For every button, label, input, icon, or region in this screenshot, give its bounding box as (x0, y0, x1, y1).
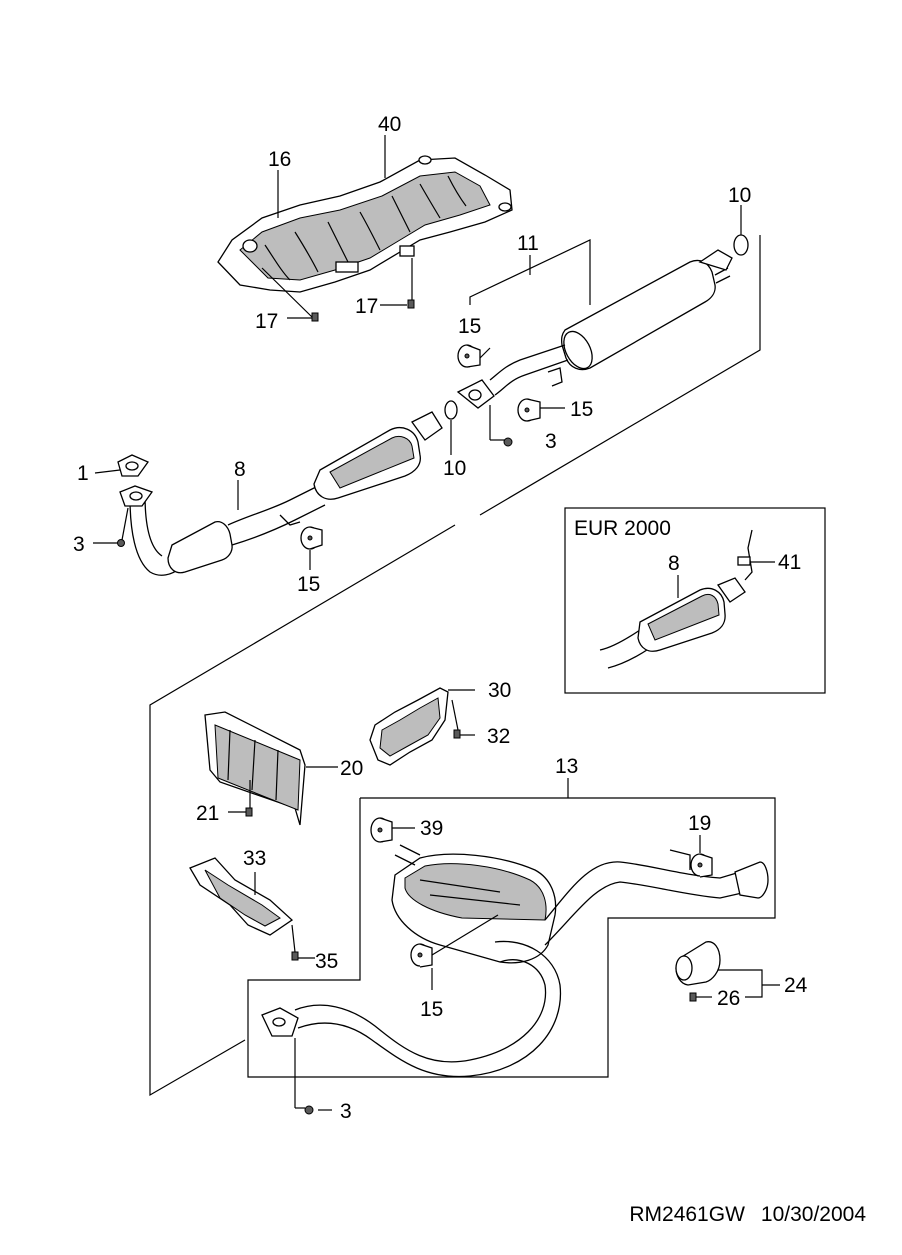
rubber-mount-39 (370, 817, 393, 843)
callout-11: 11 (517, 232, 539, 255)
callout-24: 24 (784, 974, 808, 997)
bolt-26 (689, 992, 697, 1002)
diagram-footer: RM2461GW 10/30/2004 (613, 1203, 866, 1227)
callout-33: 33 (243, 847, 266, 870)
callout-35: 35 (315, 950, 338, 973)
bracket-24 (718, 969, 763, 998)
callout-15d: 15 (420, 998, 443, 1021)
inset-catalytic-converter (599, 529, 753, 669)
nut-3a (503, 437, 513, 447)
callout-21: 21 (196, 802, 219, 825)
tail-pipe-trim-24 (675, 941, 721, 986)
callout-26: 26 (717, 987, 740, 1010)
rubber-mount-15b (517, 398, 541, 422)
rear-muffler-13 (294, 844, 769, 1078)
rubber-mount-15a (457, 344, 481, 368)
inset-callout-8: 8 (668, 552, 680, 575)
front-pipe-8 (129, 411, 443, 576)
bolt-17a (311, 312, 319, 322)
diagram-code: RM2461GW (629, 1203, 745, 1226)
callout-10b: 10 (443, 457, 466, 480)
rubber-mount-15c (300, 526, 323, 550)
rubber-mount-15d (410, 943, 433, 968)
callout-8: 8 (234, 458, 246, 481)
callout-15a: 15 (458, 315, 481, 338)
rubber-mount-19 (669, 849, 713, 878)
callout-15c: 15 (297, 573, 320, 596)
gasket-10b (444, 400, 458, 420)
bolt-17b (407, 299, 415, 309)
callout-39: 39 (420, 817, 443, 840)
callout-13: 13 (555, 755, 578, 778)
resonator-11 (489, 249, 733, 396)
oxygen-sensor-41 (737, 556, 751, 566)
callout-3a: 3 (545, 430, 557, 453)
callout-30: 30 (488, 679, 511, 702)
callout-10a: 10 (728, 184, 751, 207)
inset-box-eur2000 (564, 507, 826, 694)
leader-15d (431, 914, 499, 956)
nut-3c (304, 1105, 314, 1115)
group-outline-13 (247, 797, 776, 1078)
heat-shield-upper (217, 155, 513, 293)
bolt-35 (291, 951, 299, 961)
gasket-10a (733, 234, 749, 256)
bolt-21 (245, 807, 253, 817)
flange-rear-pipe (261, 1007, 299, 1037)
bolt-32 (453, 729, 461, 739)
callout-32: 32 (487, 725, 510, 748)
inset-title: EUR 2000 (574, 517, 671, 540)
callout-40: 40 (378, 113, 401, 136)
diagram-date: 10/30/2004 (760, 1203, 866, 1226)
callout-20: 20 (340, 757, 363, 780)
nut-3b (117, 539, 125, 547)
callout-16: 16 (268, 148, 291, 171)
callout-17a: 17 (255, 310, 278, 333)
leader-32-stem (451, 699, 459, 731)
callout-3b: 3 (73, 533, 85, 556)
group-outline-front (479, 235, 761, 516)
flange-1 (117, 454, 154, 507)
callout-15b: 15 (570, 398, 593, 421)
group-outline-rear (149, 524, 456, 1097)
inset-callout-41: 41 (778, 551, 801, 574)
leader-35-stem (291, 924, 296, 953)
heat-shield-20 (204, 711, 306, 826)
heat-shield-33 (189, 857, 294, 936)
heat-shield-30 (369, 687, 449, 766)
callout-19: 19 (688, 812, 711, 835)
callout-17b: 17 (355, 295, 378, 318)
leader-3b-stem (121, 507, 129, 541)
callout-3c: 3 (340, 1100, 352, 1123)
leader-1 (94, 469, 121, 474)
leader-17a-stem (261, 267, 314, 319)
callout-1: 1 (77, 462, 89, 485)
